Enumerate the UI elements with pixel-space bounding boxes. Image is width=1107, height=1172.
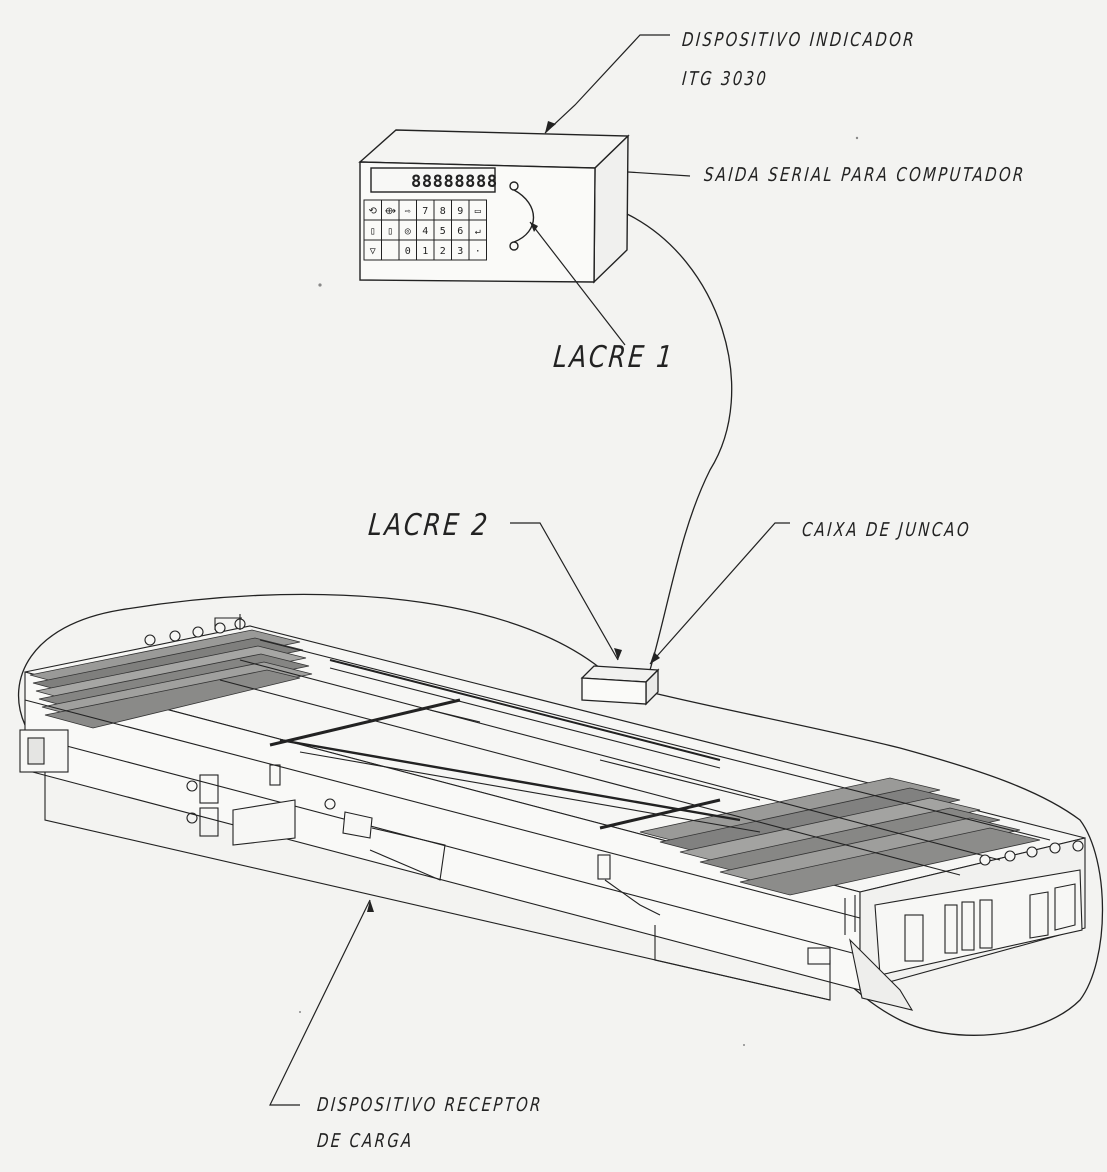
keypad-key-label: ▯ [387, 226, 393, 237]
label-junction-box: CAIXA DE JUNCAO [801, 519, 972, 541]
keypad-key-label: ◎ [405, 226, 411, 237]
junction-box [580, 665, 660, 706]
keypad-key-label: ⇨ [405, 206, 411, 217]
keypad-key: 9 [451, 199, 470, 221]
keypad-key: ▭ [468, 199, 487, 221]
keypad-key: 8 [433, 199, 452, 221]
keypad-key [381, 239, 400, 261]
keypad-key: 5 [433, 219, 452, 241]
keypad-key-label: 3 [457, 246, 463, 257]
keypad-key-label: 7 [422, 206, 428, 217]
keypad-key-label: · [475, 246, 481, 257]
keypad-key: 7 [416, 199, 435, 221]
keypad-key: · [468, 239, 487, 261]
keypad-key-label: ⟲ [369, 206, 378, 217]
label-indicator-model: ITG 3030 [681, 68, 770, 90]
indicator-display [370, 167, 496, 193]
keypad-key: 3 [451, 239, 470, 261]
keypad-key-label: 9 [457, 206, 463, 217]
load-receiver-platform [19, 614, 1086, 1011]
keypad-key: ⟴ [381, 199, 400, 221]
keypad-key: ▯ [363, 219, 382, 241]
keypad-key: 4 [416, 219, 435, 241]
keypad-key: ▯ [381, 219, 400, 241]
keypad-key-label: ↵ [475, 226, 481, 237]
keypad-key-label: ▭ [475, 206, 481, 217]
keypad-key: 0 [398, 239, 417, 261]
label-seal-2: LACRE 2 [366, 508, 492, 543]
keypad-key: 6 [451, 219, 470, 241]
keypad-key-label: 8 [440, 206, 446, 217]
label-seal-1: LACRE 1 [551, 340, 677, 375]
keypad-key-label: ⟴ [384, 206, 396, 217]
keypad-key: ▽ [363, 239, 382, 261]
keypad-key: ↵ [468, 219, 487, 241]
keypad-key-label: 4 [422, 226, 428, 237]
keypad-key-label: ▽ [370, 246, 376, 257]
display-digits: 88888888 [411, 172, 498, 192]
keypad-key: 2 [433, 239, 452, 261]
label-indicator-device: DISPOSITIVO INDICADOR [681, 29, 917, 51]
display-value: 88888888 [411, 172, 498, 192]
keypad-key: ⇨ [398, 199, 417, 221]
label-load-receiver-cont: DE CARGA [316, 1130, 415, 1152]
label-load-receiver: DISPOSITIVO RECEPTOR [316, 1094, 544, 1116]
keypad-key-label: 2 [440, 246, 446, 257]
keypad-key-label: 6 [457, 226, 463, 237]
keypad-key: ◎ [398, 219, 417, 241]
keypad-key: ⟲ [363, 199, 382, 221]
keypad-key-label: ▯ [370, 226, 376, 237]
keypad-key-label: 1 [422, 246, 428, 257]
keypad-key-label: 0 [405, 246, 411, 257]
keypad-key-label: 5 [440, 226, 446, 237]
label-serial-output: SAIDA SERIAL PARA COMPUTADOR [703, 164, 1027, 186]
keypad-key: 1 [416, 239, 435, 261]
